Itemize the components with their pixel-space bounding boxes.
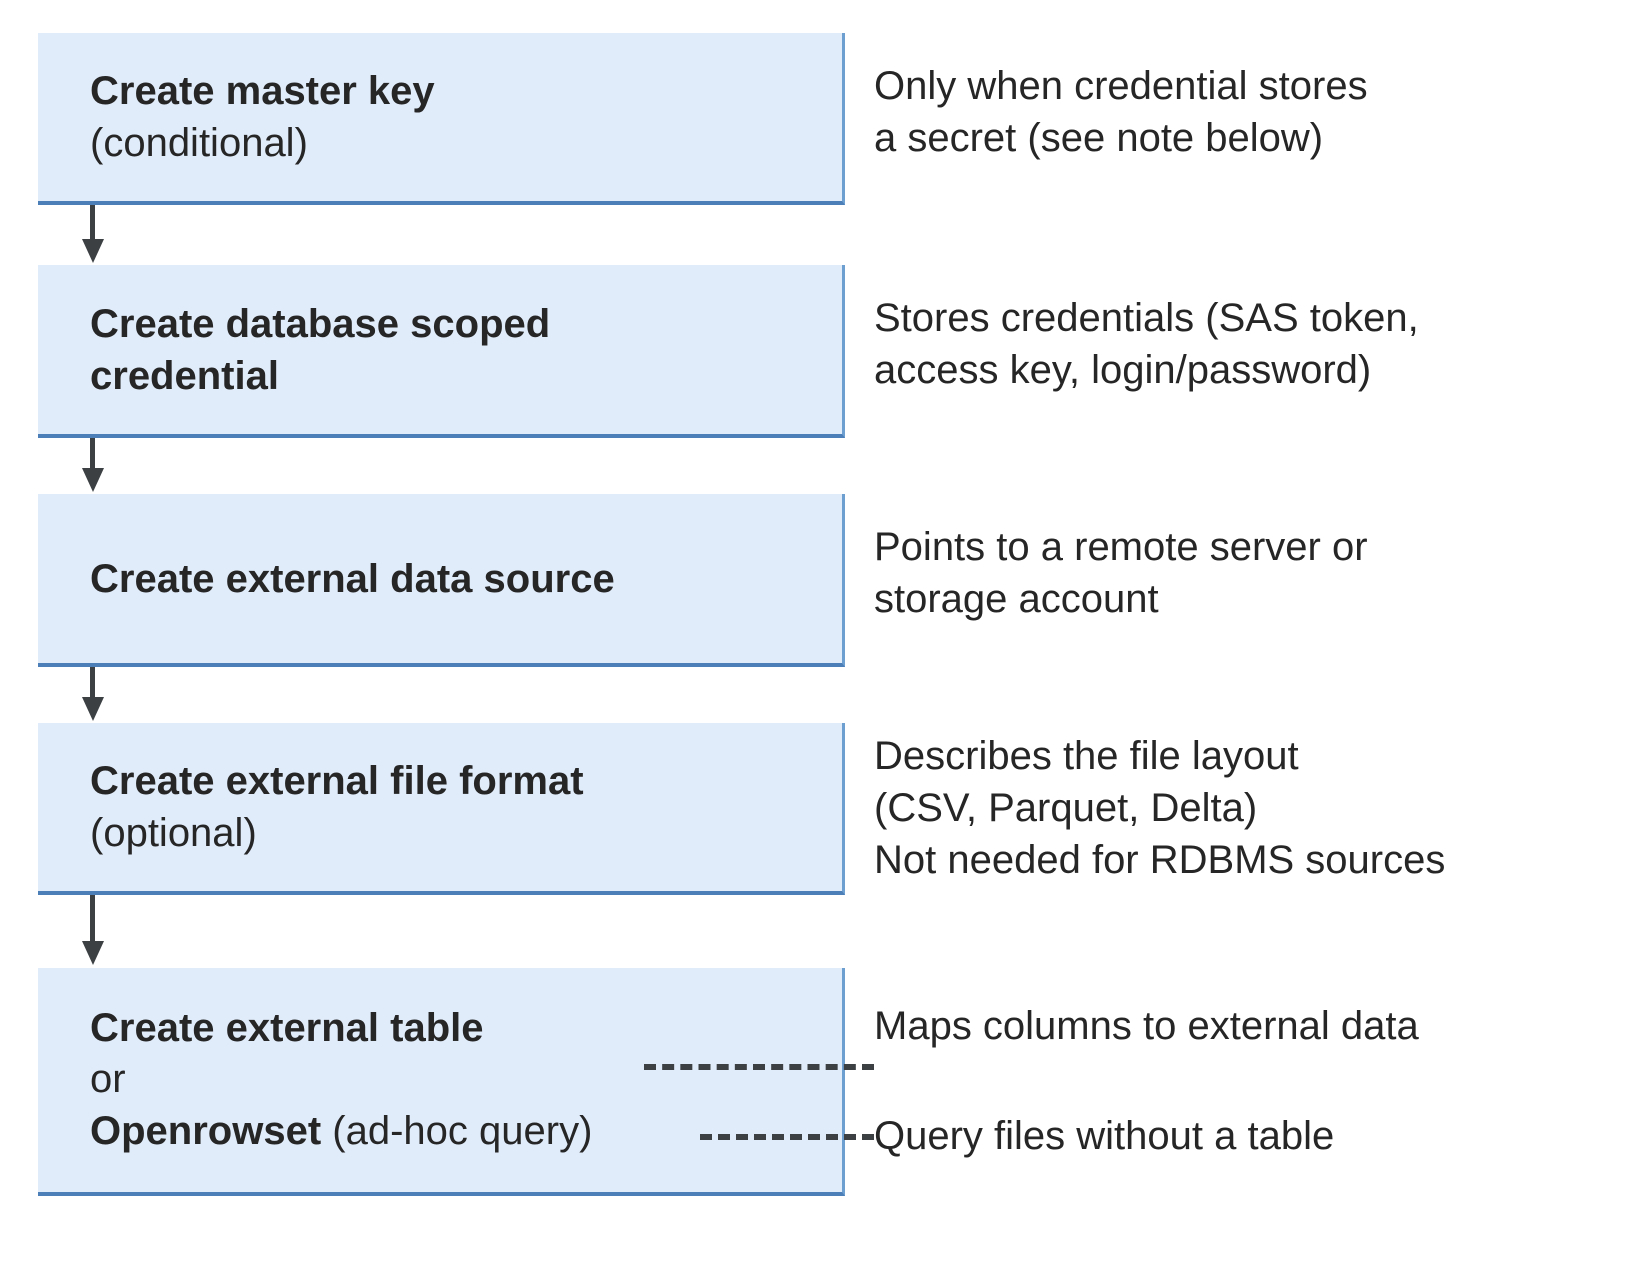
flow-box-text: Create master key (conditional) (38, 65, 842, 169)
note-openrowset: Query files without a table (874, 1110, 1334, 1162)
note-line: Points to a remote server or (874, 525, 1368, 569)
arrow-down-icon (82, 205, 104, 265)
arrow-head (82, 941, 104, 965)
note-create-external-table: Maps columns to external data (874, 1000, 1419, 1052)
note-line: Maps columns to external data (874, 1004, 1419, 1048)
flow-box-create-external-data-source[interactable]: Create external data source (38, 494, 845, 667)
arrow-shaft (90, 667, 95, 699)
arrow-down-icon (82, 667, 104, 723)
arrow-shaft (90, 205, 95, 241)
flow-box-create-external-table-or-openrowset[interactable]: Create external table or Openrowset (ad-… (38, 968, 845, 1196)
flow-box-title: Create external data source (90, 556, 615, 601)
flow-box-alt-suffix: (ad-hoc query) (321, 1108, 593, 1153)
arrow-down-icon (82, 438, 104, 494)
flow-box-create-external-file-format[interactable]: Create external file format (optional) (38, 723, 845, 895)
flow-box-text: Create external data source (38, 553, 842, 605)
dashed-connector-external-table (644, 1064, 874, 1070)
note-line: storage account (874, 577, 1159, 621)
flow-box-title: Create external table (90, 1006, 484, 1051)
flow-box-text: Create database scoped credential (38, 298, 842, 402)
dashed-connector-openrowset (700, 1134, 874, 1140)
flow-box-create-master-key[interactable]: Create master key (conditional) (38, 33, 845, 205)
arrow-shaft (90, 438, 95, 470)
note-line: access key, login/password) (874, 348, 1372, 392)
note-create-external-file-format: Describes the file layout (CSV, Parquet,… (874, 730, 1445, 886)
note-create-master-key: Only when credential stores a secret (se… (874, 60, 1368, 164)
flow-box-alt-title-row: Openrowset (ad-hoc query) (90, 1106, 828, 1157)
flow-box-title-continued: credential (90, 353, 279, 398)
flow-box-title: Create database scoped (90, 301, 551, 346)
flow-box-text: Create external file format (optional) (38, 755, 842, 859)
note-create-external-data-source: Points to a remote server or storage acc… (874, 521, 1368, 625)
arrow-head (82, 468, 104, 492)
arrow-shaft (90, 895, 95, 943)
note-line: a secret (see note below) (874, 116, 1324, 160)
arrow-down-icon (82, 895, 104, 968)
note-line: Describes the file layout (874, 734, 1299, 778)
note-line: Only when credential stores (874, 64, 1368, 108)
flow-box-subtitle: (conditional) (90, 121, 308, 165)
flow-box-separator: or (90, 1057, 126, 1102)
flow-box-title: Create master key (90, 69, 435, 113)
note-create-database-scoped-credential: Stores credentials (SAS token, access ke… (874, 292, 1419, 396)
flow-box-alt-title: Openrowset (90, 1108, 322, 1153)
arrow-head (82, 697, 104, 721)
note-line: (CSV, Parquet, Delta) (874, 786, 1258, 830)
flow-box-create-database-scoped-credential[interactable]: Create database scoped credential (38, 265, 845, 438)
flow-box-subtitle: (optional) (90, 811, 257, 855)
note-line: Stores credentials (SAS token, (874, 296, 1419, 340)
flow-box-text: Create external table or Openrowset (ad-… (38, 1003, 842, 1157)
flow-box-title: Create external file format (90, 759, 584, 803)
note-line: Not needed for RDBMS sources (874, 838, 1446, 882)
note-line: Query files without a table (874, 1114, 1335, 1158)
arrow-head (82, 239, 104, 263)
